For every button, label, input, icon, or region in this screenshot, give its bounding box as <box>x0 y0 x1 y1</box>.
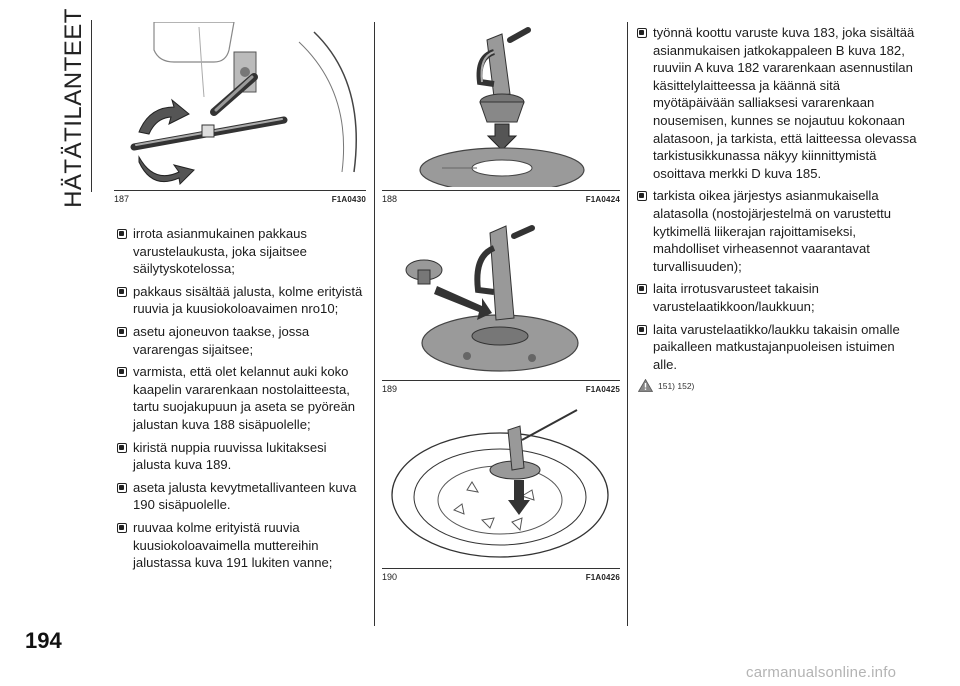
column-divider-1 <box>374 22 375 626</box>
list-item: tarkista oikea järjestys asianmukaisella… <box>636 187 920 275</box>
list-item: irrota asianmukainen pakkaus varustelauk… <box>116 225 368 278</box>
figure-number: 190 <box>382 572 398 582</box>
figure-189-illustration <box>382 208 620 378</box>
right-instruction-list: työnnä koottu varuste kuva 183, joka sis… <box>636 24 920 393</box>
list-item: aseta jalusta kevytmetallivanteen kuva 1… <box>116 479 368 514</box>
figure-number: 187 <box>114 194 130 204</box>
warning-ref-text: 151) 152) <box>658 380 695 391</box>
figure-number: 189 <box>382 384 398 394</box>
figure-189-rule <box>382 380 620 381</box>
list-item: laita irrotusvarusteet takaisin varustel… <box>636 280 920 315</box>
figure-code: F1A0430 <box>331 194 366 204</box>
column-divider-2 <box>627 22 628 626</box>
list-item: asetu ajoneuvon taakse, jossa vararengas… <box>116 323 368 358</box>
checkbox-bullet-icon <box>117 286 127 297</box>
checkbox-bullet-icon <box>117 442 127 453</box>
list-item: kiristä nuppia ruuvissa lukitaksesi jalu… <box>116 439 368 474</box>
mount-cup-diagram-image <box>419 27 585 187</box>
checkbox-bullet-icon <box>117 229 127 239</box>
figure-number: 188 <box>382 194 398 204</box>
checkbox-bullet-icon <box>117 482 127 493</box>
wheel-mount-diagram-image <box>391 409 609 558</box>
checkbox-bullet-icon <box>117 367 127 378</box>
figure-187-caption: 187 F1A0430 <box>114 193 366 205</box>
list-item: varmista, että olet kelannut auki koko k… <box>116 363 368 433</box>
checkbox-bullet-icon <box>637 191 647 202</box>
checkbox-bullet-icon <box>637 324 647 335</box>
figure-code: F1A0424 <box>585 194 620 204</box>
page-number: 194 <box>25 628 62 653</box>
watermark: carmanualsonline.info <box>746 664 897 681</box>
warning-references: 151) 152) <box>636 379 920 393</box>
figure-190-rule <box>382 568 620 569</box>
checkbox-bullet-icon <box>637 28 647 38</box>
figure-190-caption: 190 F1A0426 <box>382 571 620 583</box>
knob-lock-diagram-image <box>405 225 579 372</box>
figure-187-illustration <box>114 22 366 187</box>
figure-188-illustration <box>382 22 620 187</box>
figure-190-illustration <box>382 400 620 562</box>
section-title: HÄTÄTILANTEET <box>60 7 88 208</box>
checkbox-bullet-icon <box>117 522 127 533</box>
list-item: pakkaus sisältää jalusta, kolme erityist… <box>116 283 368 318</box>
figure-code: F1A0425 <box>585 384 620 394</box>
checkbox-bullet-icon <box>637 284 647 295</box>
wrench-diagram-image <box>130 22 357 186</box>
warning-triangle-icon <box>638 379 653 393</box>
list-item: työnnä koottu varuste kuva 183, joka sis… <box>636 24 920 182</box>
section-title-rule <box>91 20 92 192</box>
figure-code: F1A0426 <box>585 572 620 582</box>
checkbox-bullet-icon <box>117 326 127 337</box>
figure-188-caption: 188 F1A0424 <box>382 193 620 205</box>
figure-187-rule <box>114 190 366 191</box>
figure-189-caption: 189 F1A0425 <box>382 383 620 395</box>
left-instruction-list: irrota asianmukainen pakkaus varustelauk… <box>116 225 368 577</box>
figure-188-rule <box>382 190 620 191</box>
list-item: laita varustelaatikko/laukku takaisin om… <box>636 321 920 374</box>
list-item: ruuvaa kolme erityistä ruuvia kuusiokolo… <box>116 519 368 572</box>
